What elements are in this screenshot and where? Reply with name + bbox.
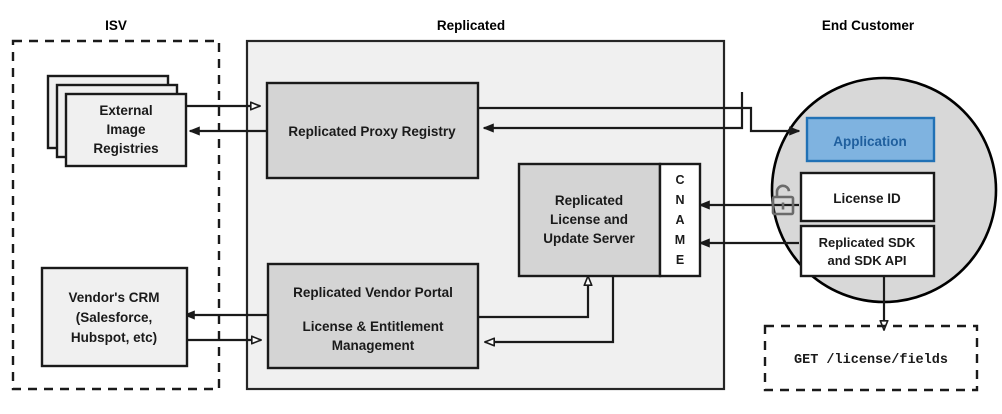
license-server-box: [517, 162, 662, 278]
replicated-sdk-box: [799, 224, 936, 278]
cname-letter-e: E: [676, 253, 684, 267]
cname-strip: [658, 162, 702, 278]
crm-line-3: Hubspot, etc): [71, 330, 157, 345]
connection-portal-to-license-server: [478, 276, 588, 319]
node-license-id[interactable]: License ID: [799, 171, 936, 223]
license-server-line-3: Update Server: [543, 231, 635, 246]
isv-zone-boundary: [11, 39, 221, 391]
vendor-portal-line-3: Management: [332, 338, 415, 353]
zone-label-isv: ISV: [105, 18, 127, 33]
unlocked-padlock-icon: [771, 184, 795, 216]
vendor-portal-line-2: License & Entitlement: [302, 319, 444, 334]
crm-box: [40, 266, 189, 368]
registries-line-3: Registries: [93, 141, 158, 156]
application-label: Application: [833, 134, 907, 149]
node-replicated-vendor-portal[interactable]: Replicated Vendor Portal License & Entit…: [266, 262, 480, 370]
proxy-registry-box: [265, 81, 480, 180]
application-box: [805, 116, 936, 163]
node-replicated-sdk[interactable]: Replicated SDK and SDK API: [799, 224, 936, 278]
connection-proxy-to-application: [477, 106, 799, 131]
registries-line-2: Image: [106, 122, 146, 137]
crm-line-1: Vendor's CRM: [69, 290, 160, 305]
vendor-portal-line-1: Replicated Vendor Portal: [293, 285, 453, 300]
vendor-portal-box: [266, 262, 480, 370]
node-vendors-crm[interactable]: Vendor's CRM (Salesforce, Hubspot, etc): [40, 266, 189, 368]
cname-letter-a: A: [675, 213, 684, 227]
api-request-label: GET /license/fields: [794, 353, 948, 368]
node-external-image-registries[interactable]: External Image Registries: [46, 74, 188, 168]
zone-label-replicated: Replicated: [437, 18, 505, 33]
zone-label-end-customer: End Customer: [822, 18, 915, 33]
crm-line-2: (Salesforce,: [76, 310, 153, 325]
node-replicated-license-update-server[interactable]: Replicated License and Update Server: [517, 162, 662, 278]
license-server-line-1: Replicated: [555, 193, 623, 208]
connection-application-to-proxy: [484, 92, 744, 128]
replicated-sdk-line-2: and SDK API: [828, 253, 907, 268]
cname-letter-c: C: [675, 173, 684, 187]
replicated-sdk-line-1: Replicated SDK: [819, 235, 916, 250]
node-api-request[interactable]: GET /license/fields: [763, 324, 979, 392]
node-cname[interactable]: C N A M E: [658, 162, 702, 278]
cname-letter-m: M: [675, 233, 685, 247]
license-id-box: [799, 171, 936, 223]
registries-line-1: External: [99, 103, 152, 118]
node-application[interactable]: Application: [805, 116, 936, 163]
connection-license-server-to-portal: [485, 276, 615, 342]
license-server-line-2: License and: [550, 212, 628, 227]
license-id-label: License ID: [833, 191, 901, 206]
node-replicated-proxy-registry[interactable]: Replicated Proxy Registry: [265, 81, 480, 180]
api-request-boundary: [763, 324, 979, 392]
proxy-registry-label: Replicated Proxy Registry: [288, 124, 456, 139]
registry-stack-front: [64, 92, 188, 168]
cname-letter-n: N: [675, 193, 684, 207]
